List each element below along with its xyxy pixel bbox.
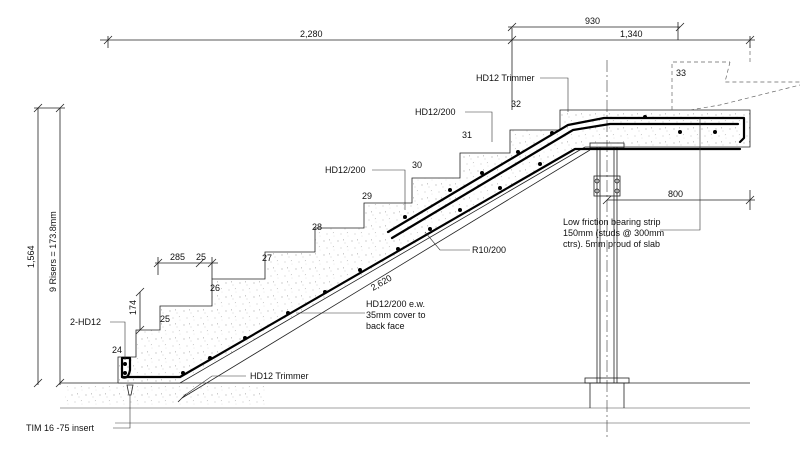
label-hd12-ew-2: 35mm cover to (366, 310, 426, 320)
label-hd12-200-b: HD12/200 (325, 165, 366, 175)
step-number: 32 (511, 99, 521, 109)
dim-1564: 1,564 (26, 245, 36, 268)
reinforcement (120, 115, 746, 379)
dim-risers: 9 Risers = 173.8mm (48, 211, 58, 292)
tim-insert-anchor (126, 384, 134, 396)
dim-1340: 1,340 (620, 29, 643, 39)
bar-dots (123, 115, 717, 375)
label-hd12-ew-1: HD12/200 e.w. (366, 299, 425, 309)
dim-25: 25 (196, 252, 206, 262)
upper-landing-outline (671, 45, 800, 111)
dim-2620: 2,620 (369, 273, 394, 293)
step-number: 27 (262, 253, 272, 263)
label-hd12-ew-3: back face (366, 321, 405, 331)
step-number: 30 (412, 160, 422, 170)
step-number: 28 (312, 222, 322, 232)
leader-lines (110, 77, 701, 429)
dim-930: 930 (585, 16, 600, 26)
dim-174: 174 (128, 300, 138, 315)
label-tim-insert: TIM 16 -75 insert (26, 423, 95, 433)
step-number: 33 (676, 68, 686, 78)
dimension-lines (33, 22, 755, 403)
dim-2280: 2,280 (300, 29, 323, 39)
step-number: 24 (112, 345, 122, 355)
label-r10-200: R10/200 (472, 245, 506, 255)
label-bearing-3: ctrs). 5mm proud of slab (563, 239, 660, 249)
label-hd12-trimmer-bottom: HD12 Trimmer (250, 371, 309, 381)
label-bearing-1: Low friction bearing strip (563, 217, 661, 227)
label-2-hd12: 2-HD12 (70, 317, 101, 327)
label-bearing-2: 150mm (studs @ 300mm (563, 228, 664, 238)
label-hd12-trimmer-top: HD12 Trimmer (476, 73, 535, 83)
step-number: 29 (362, 191, 372, 201)
step-number: 25 (160, 314, 170, 324)
step-number: 31 (462, 130, 472, 140)
step-number: 26 (210, 283, 220, 293)
dim-800: 800 (668, 189, 683, 199)
label-hd12-200-a: HD12/200 (415, 107, 456, 117)
slab-lines (60, 382, 750, 424)
dim-285: 285 (170, 252, 185, 262)
